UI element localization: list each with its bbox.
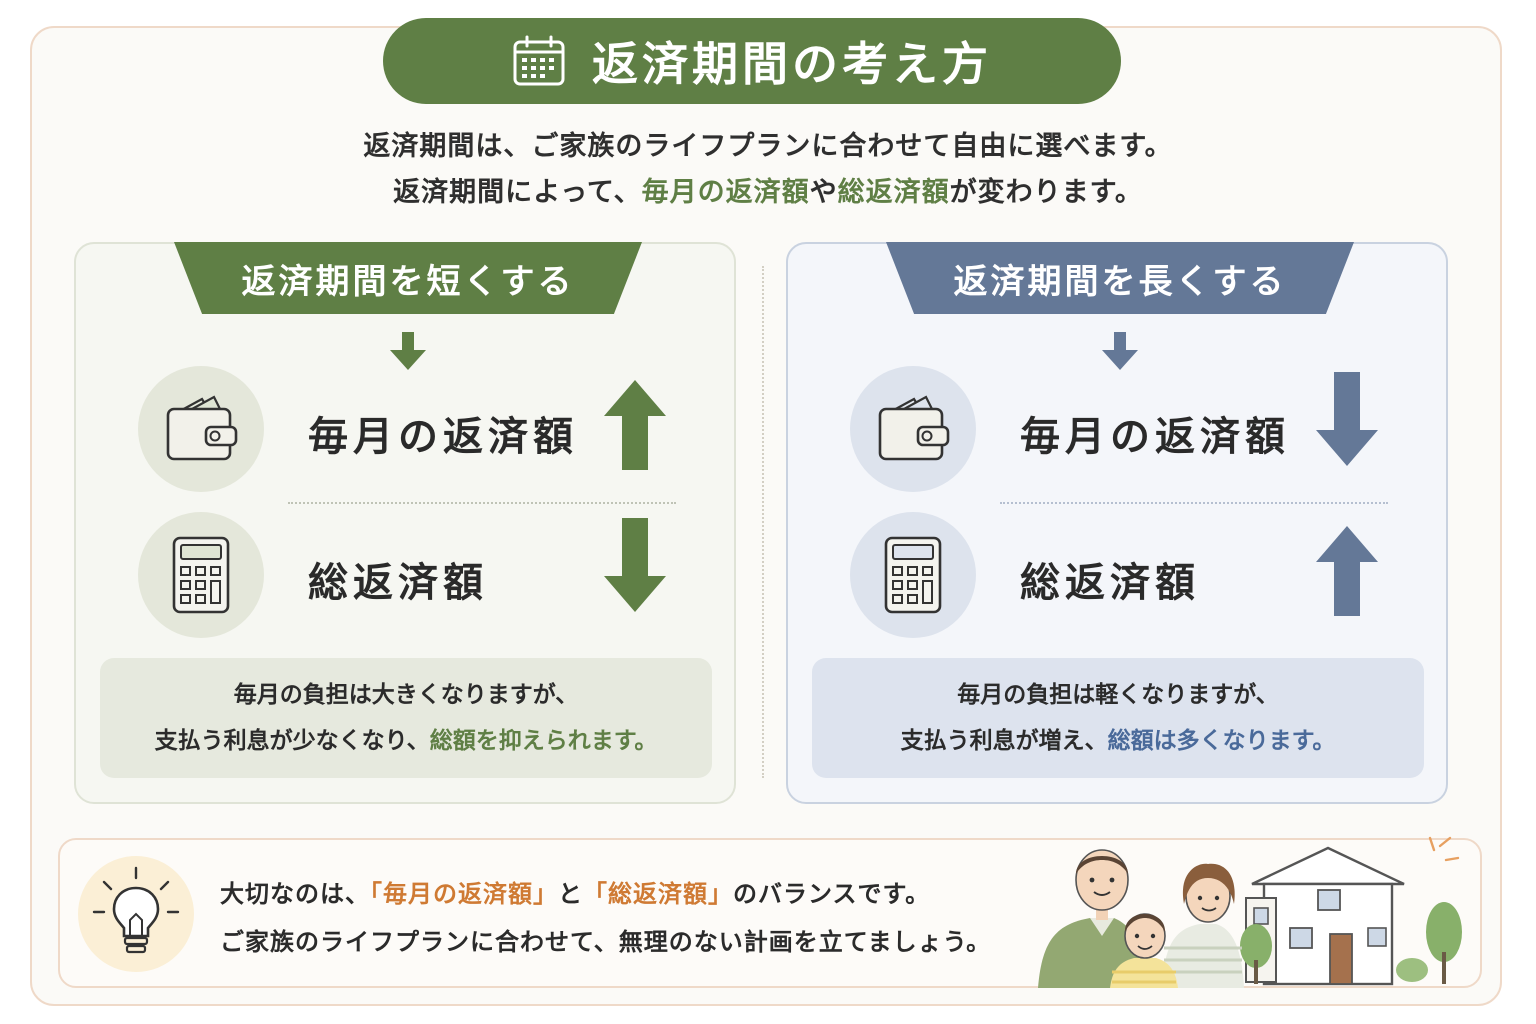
card-divider	[762, 266, 764, 778]
intro-text-part: が変わります。	[949, 177, 1143, 208]
intro-highlight-monthly: 毎月の返済額	[641, 177, 810, 208]
tip-text-part: 大切なのは、	[220, 880, 370, 908]
tip-line-1: 大切なのは、「毎月の返済額」と「総返済額」のバランスです。	[220, 870, 991, 918]
monthly-payment-row: 毎月の返済額	[136, 366, 696, 494]
calendar-icon	[513, 35, 565, 86]
total-payment-row: 総返済額	[848, 512, 1408, 640]
wallet-icon-circle	[138, 366, 264, 492]
title-text: 返済期間の考え方	[592, 37, 992, 91]
calculator-icon-circle	[850, 512, 976, 638]
intro-text-part: 返済期間によって、	[393, 177, 642, 208]
row-divider	[288, 502, 676, 504]
intro-line-2: 返済期間によって、毎月の返済額や総返済額が変わります。	[0, 170, 1536, 216]
long-term-card: 返済期間を長くする 毎月の返済額	[786, 242, 1448, 804]
total-payment-label: 総返済額	[308, 560, 488, 606]
intro-text-part: や	[809, 177, 838, 208]
long-term-title: 返済期間を長くする	[886, 242, 1354, 314]
lightbulb-icon-circle	[78, 856, 194, 972]
note-line-1: 毎月の負担は軽くなりますが、	[957, 682, 1279, 708]
row-divider	[1000, 502, 1388, 504]
monthly-payment-label: 毎月の返済額	[1020, 414, 1290, 460]
calculator-icon	[172, 536, 230, 614]
tip-text: 大切なのは、「毎月の返済額」と「総返済額」のバランスです。 ご家族のライフプラン…	[220, 870, 991, 966]
tip-highlight-total: 「総返済額」	[583, 880, 733, 908]
arrow-up-icon	[604, 380, 666, 470]
intro-text: 返済期間は、ご家族のライフプランに合わせて自由に選べます。 返済期間によって、毎…	[0, 124, 1536, 216]
note-text-part: 支払う利息が少なくなり、	[154, 728, 430, 754]
intro-highlight-total: 総返済額	[837, 177, 950, 208]
tip-highlight-monthly: 「毎月の返済額」	[370, 880, 558, 908]
arrow-up-icon	[1316, 526, 1378, 616]
tip-line-2: ご家族のライフプランに合わせて、無理のない計画を立てましょう。	[220, 928, 992, 956]
total-payment-label: 総返済額	[1020, 560, 1200, 606]
short-term-note: 毎月の負担は大きくなりますが、 支払う利息が少なくなり、総額を抑えられます。	[100, 658, 712, 778]
calculator-icon	[884, 536, 942, 614]
note-line-2: 支払う利息が増え、総額は多くなります。	[812, 718, 1424, 764]
note-line-1: 毎月の負担は大きくなりますが、	[233, 682, 579, 708]
wallet-icon	[166, 395, 238, 461]
note-line-2: 支払う利息が少なくなり、総額を抑えられます。	[100, 718, 712, 764]
intro-line-1: 返済期間は、ご家族のライフプランに合わせて自由に選べます。	[363, 131, 1173, 162]
arrow-down-icon	[390, 332, 426, 370]
tip-text-part: のバランスです。	[733, 880, 931, 908]
arrow-down-icon	[604, 518, 666, 612]
note-highlight: 総額を抑えられます。	[429, 728, 658, 754]
lightbulb-icon	[92, 866, 180, 954]
arrow-down-icon	[1316, 372, 1378, 466]
wallet-icon-circle	[850, 366, 976, 492]
note-highlight: 総額は多くなります。	[1107, 728, 1336, 754]
wallet-icon	[878, 395, 950, 461]
short-term-title: 返済期間を短くする	[174, 242, 642, 314]
tip-text-part: と	[558, 880, 583, 908]
total-payment-row: 総返済額	[136, 512, 696, 640]
page-title: 返済期間の考え方	[383, 18, 1121, 104]
family-house-illustration	[1038, 836, 1462, 988]
tip-box: 大切なのは、「毎月の返済額」と「総返済額」のバランスです。 ご家族のライフプラン…	[58, 836, 1482, 988]
note-text-part: 支払う利息が増え、	[900, 728, 1108, 754]
arrow-down-icon	[1102, 332, 1138, 370]
monthly-payment-row: 毎月の返済額	[848, 366, 1408, 494]
monthly-payment-label: 毎月の返済額	[308, 414, 578, 460]
long-term-note: 毎月の負担は軽くなりますが、 支払う利息が増え、総額は多くなります。	[812, 658, 1424, 778]
calculator-icon-circle	[138, 512, 264, 638]
short-term-card: 返済期間を短くする 毎月の返済額	[74, 242, 736, 804]
